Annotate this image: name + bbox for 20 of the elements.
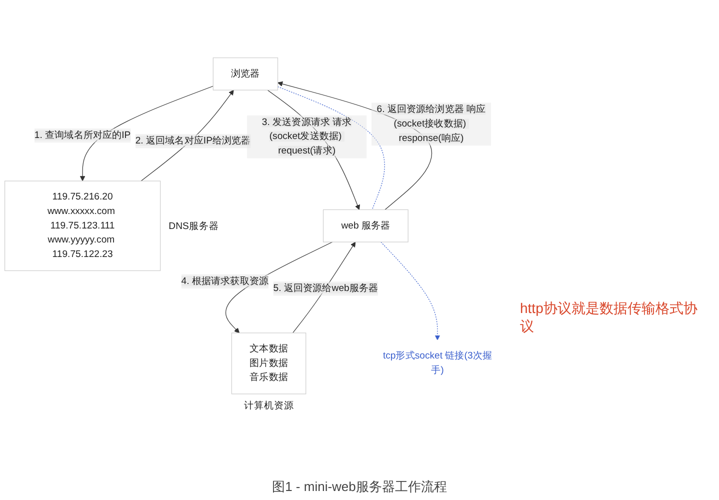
node-box: 浏览器 [212, 58, 278, 91]
node-box: 119.75.216.20 www.xxxxx.com 119.75.123.111 www.yyyyy.com 119.75.122.23 [4, 181, 161, 272]
node-text: tcp形式socket 链接(3次握手) [382, 351, 492, 376]
edge-label: 2. 返回域名对应IP给浏览器 [135, 136, 251, 146]
connector [277, 86, 385, 210]
edge-label: 1. 查询域名所对应的IP [34, 130, 131, 141]
edge-label: 4. 根据请求获取资源 [181, 276, 268, 287]
figure-caption: 图1 - mini-web服务器工作流程 [271, 478, 448, 496]
arrow [380, 242, 440, 341]
arrow [292, 242, 356, 334]
node-caption: DNS服务器 [168, 221, 219, 232]
edge-label: 6. 返回资源给浏览器 响应(socket接收数据) response(响应) [376, 104, 486, 144]
arrow [80, 86, 214, 182]
edge-label: 3. 发送资源请求 请求(socket发送数据) request(请求) [262, 118, 352, 156]
node-box: web 服务器 [322, 210, 408, 243]
arrow [140, 90, 234, 182]
note-text: http协议就是数据传输格式协议 [520, 300, 698, 336]
node-box: 文本数据 图片数据 音乐数据 [231, 333, 306, 395]
edge-label: 5. 返回资源给web服务器 [273, 284, 378, 294]
node-caption: 计算机资源 [244, 400, 294, 412]
